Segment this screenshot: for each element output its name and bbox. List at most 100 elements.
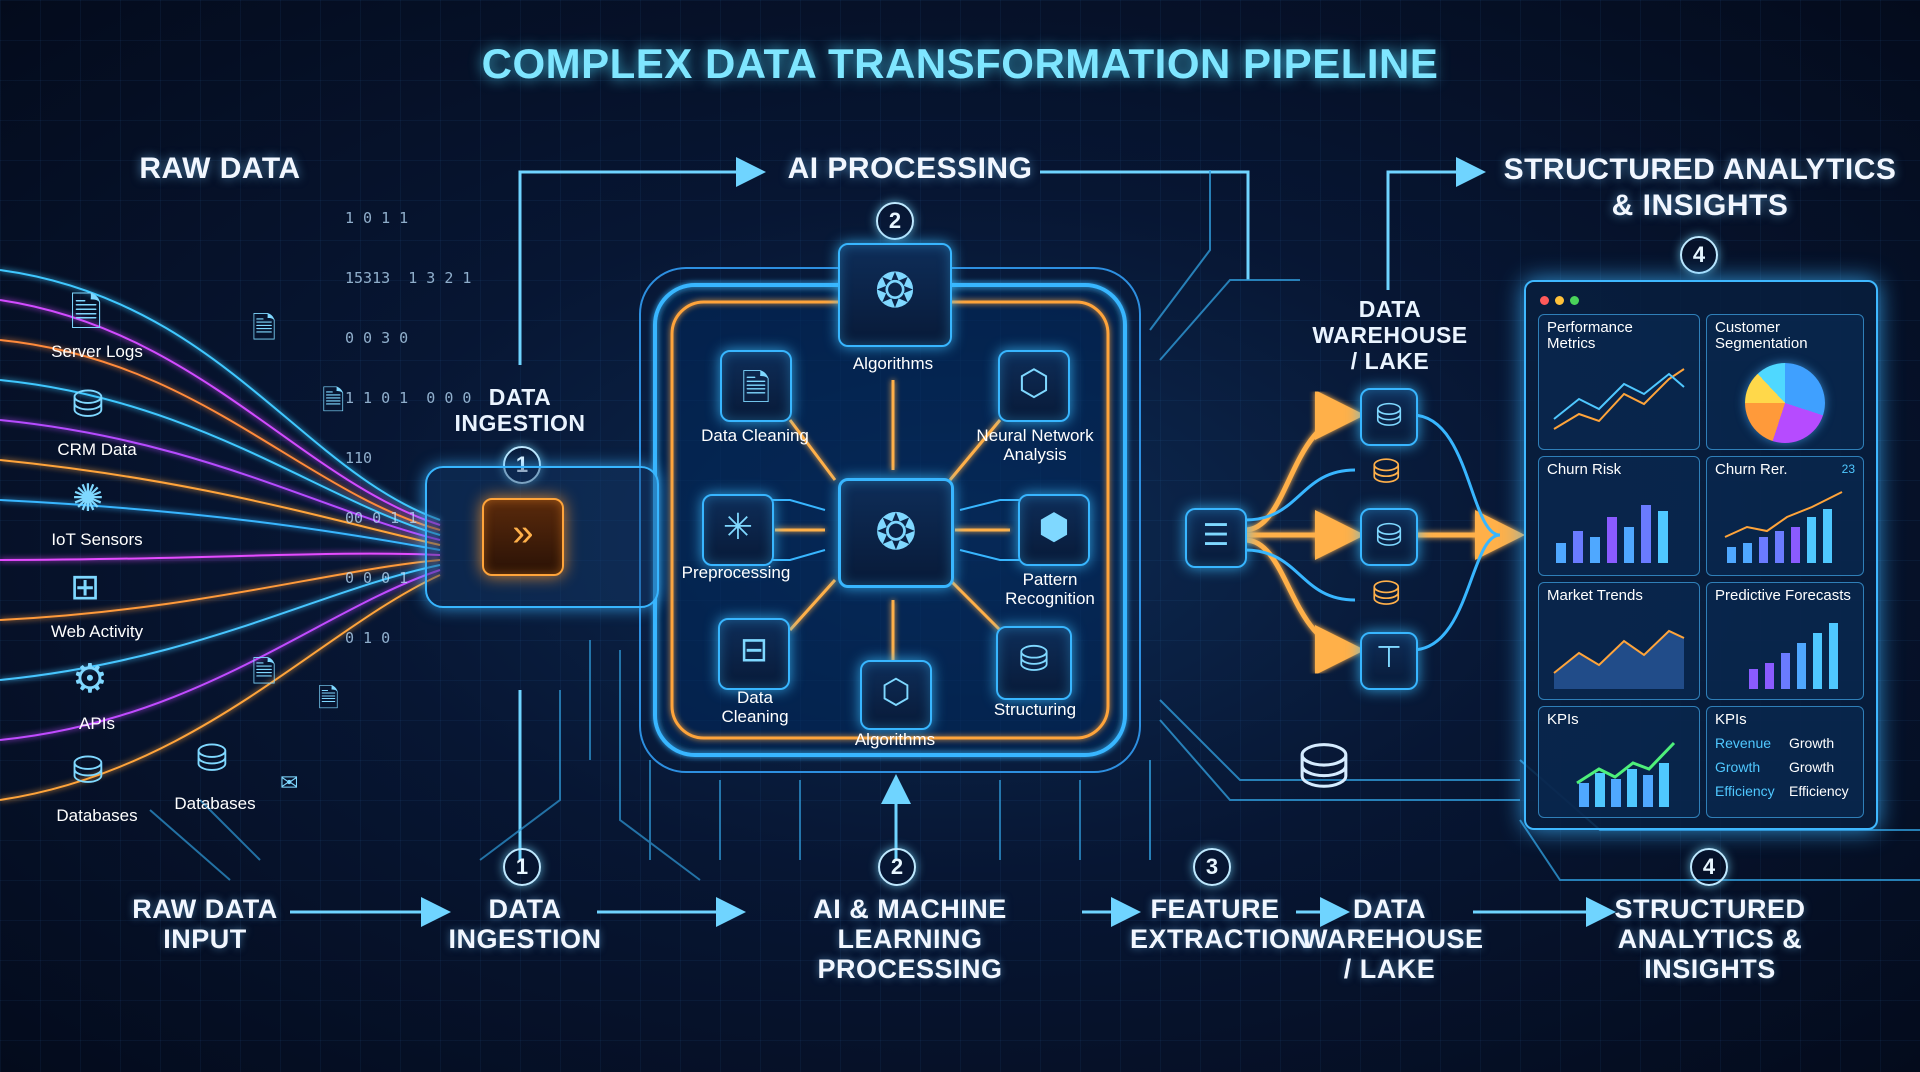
algorithms-bottom-chip: ⬡ [860, 660, 932, 730]
flow-label-line: RAW DATA [132, 894, 278, 924]
data-ingestion-line2: INGESTION [454, 410, 586, 436]
ai-node-structuring: Structuring [993, 700, 1077, 719]
ai-node-neural-network: Neural Network Analysis [955, 426, 1115, 464]
area-fill [1554, 631, 1684, 689]
panel-predictive-forecasts[interactable]: Predictive Forecasts [1706, 582, 1864, 700]
maximize-dot[interactable] [1570, 296, 1579, 305]
source-apis: APIs [79, 714, 115, 733]
document-icon: 🗎 [318, 683, 339, 713]
panel-market-trends[interactable]: Market Trends [1538, 582, 1700, 700]
step-badge-1-bottom: 1 [503, 848, 541, 886]
structured-heading-line2: & INSIGHTS [1611, 189, 1789, 222]
flow-label-line: STRUCTURED [1614, 894, 1806, 924]
flow-label-line: / LAKE [1343, 954, 1436, 984]
panel-kpis-right[interactable]: KPIs Revenue Growth Growth Growth Effici… [1706, 706, 1864, 818]
algorithms-top-chip: ❂ [838, 243, 952, 347]
database-icon: ⛁ [1375, 397, 1403, 433]
flow-raw-data-input: RAW DATA INPUT [110, 894, 300, 954]
flow-label-line: PROCESSING [817, 954, 1003, 984]
preprocessing-chip: ✳ [702, 494, 774, 566]
document-icon: 🗎 [322, 385, 345, 416]
bar [1759, 537, 1768, 563]
database-icon: ⛁ [72, 384, 104, 426]
warehouse-line2: WAREHOUSE [1312, 322, 1468, 348]
network-icon: ✳ [722, 506, 754, 547]
ai-node-data-cleaning-top: Data Cleaning [701, 426, 809, 445]
bar [1781, 653, 1790, 689]
bar [1607, 517, 1617, 563]
flow-label-line: DATA [1353, 894, 1426, 924]
bar [1611, 779, 1621, 807]
step-badge-1-mid: 1 [503, 446, 541, 484]
database-icon: ⛁ [1372, 453, 1401, 491]
flow-label-line: EXTRACTION [1130, 924, 1311, 954]
structured-heading-line1: STRUCTURED ANALYTICS [1503, 153, 1897, 186]
panel-title: KPIs [1715, 711, 1747, 728]
database-icon: ⛁ [1372, 575, 1401, 613]
browser-icon: ⊞ [70, 566, 101, 607]
minimize-dot[interactable] [1555, 296, 1564, 305]
flow-label-line: AI & MACHINE LEARNING [813, 894, 1007, 954]
ai-node-algorithms-bottom: Algorithms [854, 730, 936, 749]
cleaning-label-line1: Data [737, 688, 773, 707]
flow-label-line: INSIGHTS [1644, 954, 1776, 984]
panel-churn-risk[interactable]: Churn Risk [1538, 456, 1700, 576]
panel-title-line1: Customer [1715, 319, 1781, 336]
panel-title: Churn Rer. [1715, 461, 1788, 478]
binary-line: 00 0 1 1 [345, 509, 418, 527]
warehouse-chip-2: ⛁ [1360, 508, 1418, 566]
bar [1590, 537, 1600, 563]
flow-data-warehouse: DATA WAREHOUSE / LAKE [1302, 894, 1483, 984]
step-badge-4-bottom: 4 [1690, 848, 1728, 886]
mail-icon: ✉ [280, 770, 299, 795]
ai-node-preprocessing: Preprocessing [681, 563, 791, 582]
panel-churn-rer[interactable]: Churn Rer. 23 [1706, 456, 1864, 576]
brain-icon: ❂ [874, 265, 916, 318]
kpi-value: Growth [1789, 735, 1835, 751]
window-controls [1540, 292, 1585, 310]
panel-kpis-left[interactable]: KPIs [1538, 706, 1700, 818]
bar [1595, 773, 1605, 807]
page-title: COMPLEX DATA TRANSFORMATION PIPELINE [481, 40, 1439, 87]
data-cleaning-top-chip: 🗎 [720, 350, 792, 422]
line-series [1553, 629, 1685, 674]
document-icon: 🗎 [70, 291, 103, 335]
bar [1643, 775, 1653, 807]
pattern-label-line2: Recognition [1005, 589, 1095, 608]
bar [1807, 517, 1816, 563]
kpi-value: Growth [1789, 759, 1835, 775]
panel-counter: 23 [1841, 462, 1855, 476]
bar [1749, 669, 1758, 689]
bar [1627, 769, 1637, 807]
neural-label-line1: Neural Network [976, 426, 1094, 445]
bar [1791, 527, 1800, 563]
panel-title-line2: Metrics [1547, 335, 1596, 352]
bar [1573, 531, 1583, 563]
line-chart [1553, 368, 1685, 430]
gear-icon: ⚙ [72, 657, 108, 701]
pattern-label-line1: Pattern [1022, 570, 1078, 589]
kpi-label: Revenue [1715, 735, 1772, 751]
sliders-icon: ☰ [1202, 519, 1230, 552]
data-warehouse-heading: DATA WAREHOUSE / LAKE [1300, 296, 1480, 374]
network-icon: ⬡ [881, 673, 911, 711]
bar-chart [1556, 505, 1668, 563]
close-dot[interactable] [1540, 296, 1549, 305]
flow-label-line: INPUT [163, 924, 247, 954]
core-ai-chip: ❂ [838, 478, 954, 588]
document-icon: 🗎 [252, 312, 277, 345]
line-series-2 [1553, 372, 1685, 420]
trend-line [1724, 491, 1843, 538]
bar [1727, 547, 1736, 563]
database-icon: ⛁ [72, 750, 104, 792]
structuring-chip: ⛁ [996, 626, 1072, 700]
cleaning-label-line2: Cleaning [721, 707, 789, 726]
panel-title: KPIs [1547, 711, 1579, 728]
sensor-network-icon: ✺ [72, 478, 104, 520]
ingestion-chip: » [482, 498, 564, 576]
